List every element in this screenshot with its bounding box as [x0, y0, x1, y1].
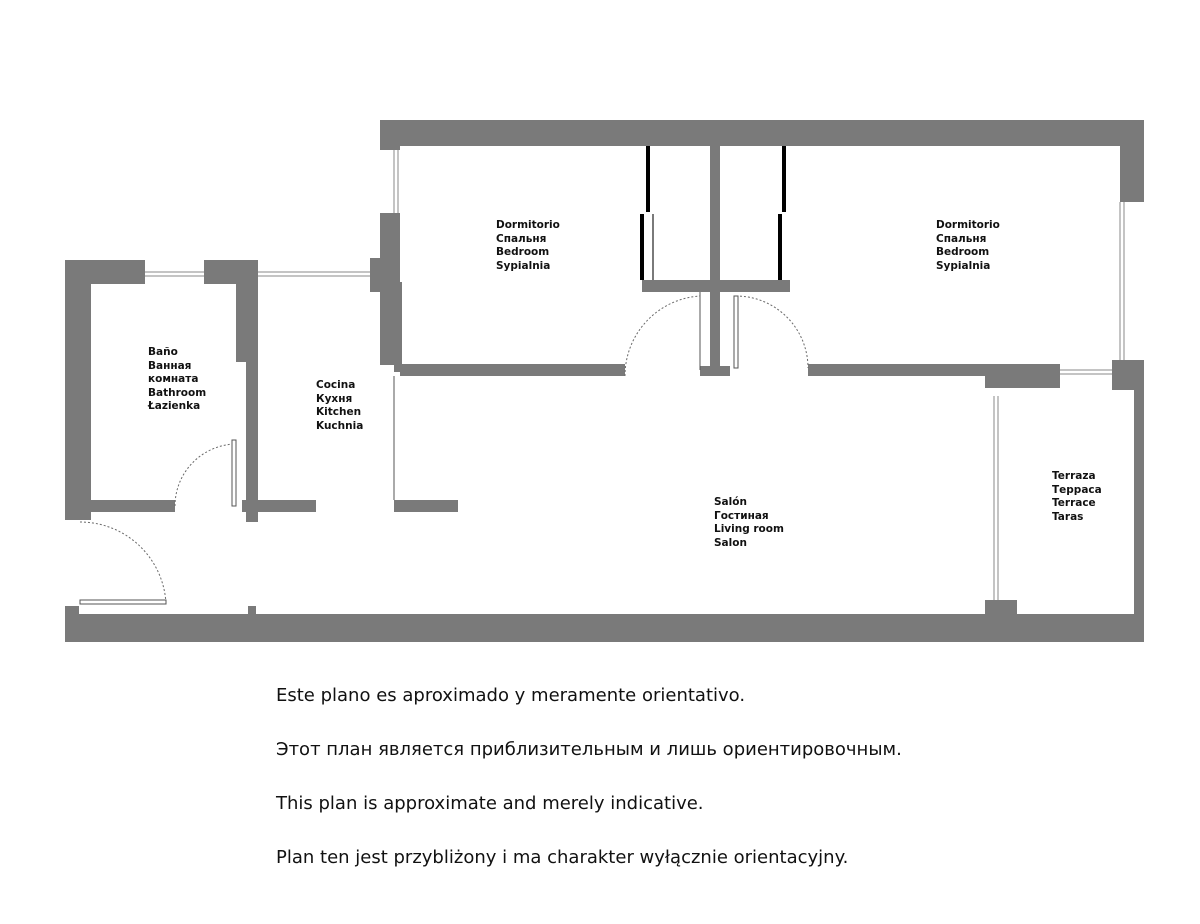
door-bedroom2-leaf	[733, 295, 739, 369]
closet-doors	[640, 146, 786, 280]
walls	[65, 120, 1144, 642]
disclaimer-polish: Plan ten jest przybliżony i ma charakter…	[276, 847, 849, 868]
wall-bedroom1-west-top	[380, 120, 400, 150]
label-line: Kitchen	[316, 406, 362, 418]
wall-bath-kitchen-div-lower	[246, 358, 258, 522]
floor-plan	[65, 120, 1144, 642]
wall-entry-post	[248, 606, 256, 616]
disclaimer-block: Este plano es aproximado y meramente ori…	[276, 684, 1076, 900]
label-line: Sypialnia	[496, 259, 551, 272]
label-line: Bedroom	[936, 246, 990, 258]
label-line: Łazienka	[148, 400, 201, 412]
doors	[79, 292, 809, 605]
closet2-door-lower	[778, 214, 782, 280]
door-entry-leaf	[79, 599, 167, 605]
label-line: Гостиная	[714, 509, 769, 522]
wardrobe1-side	[652, 214, 654, 280]
label-line: Терраса	[1052, 483, 1102, 496]
room-label-bedroom-1: Dormitorio Спальня Bedroom Sypialnia	[496, 219, 560, 273]
wall-terrace-north-jog	[985, 364, 1060, 388]
room-label-bathroom: Baño Ванная комната Bathroom Łazienka	[148, 346, 206, 414]
room-label-bedroom-2: Dormitorio Спальня Bedroom Sypialnia	[936, 219, 1000, 273]
room-label-terrace: Terraza Терраса Terrace Taras	[1052, 470, 1102, 524]
closet1-door-lower	[640, 214, 644, 280]
wall-bedroom1-south	[400, 364, 625, 376]
wall-entry-west	[65, 606, 79, 616]
wardrobe1-bottom	[642, 280, 710, 292]
wall-bath-kitchen-div	[236, 282, 258, 362]
closet1-door-upper	[646, 146, 650, 212]
wall-terrace-sw	[985, 600, 1017, 616]
label-line: Baño	[148, 346, 178, 358]
wall-bottom	[65, 614, 1144, 642]
wall-living-stub	[394, 500, 458, 512]
label-line: Salón	[714, 496, 747, 508]
label-line: Taras	[1052, 510, 1084, 523]
label-line: Bathroom	[148, 386, 207, 399]
label-line: Sypialnia	[936, 259, 991, 272]
label-line: Кухня	[316, 392, 353, 405]
wall-right-upper	[1120, 120, 1144, 202]
door-bedroom2-swing	[735, 295, 809, 369]
disclaimer-english: This plan is approximate and merely indi…	[276, 793, 704, 814]
label-line: Living room	[714, 523, 784, 535]
door-bedroom1-swing	[624, 295, 701, 377]
wall-bath-top-right	[204, 260, 258, 284]
wall-bath-west	[65, 260, 91, 520]
wall-top-upper	[380, 120, 1144, 146]
closet2-door-upper	[782, 146, 786, 212]
wall-bedroom1-west-lower	[394, 282, 402, 372]
label-line: Спальня	[936, 232, 987, 245]
room-label-living-room: Salón Гостиная Living room Salon	[714, 496, 784, 550]
wall-terrace-east	[1134, 360, 1144, 642]
wall-kitchen-south	[242, 500, 316, 512]
label-line: Cocina	[316, 379, 356, 391]
wardrobe2-bottom	[720, 280, 790, 292]
wall-partition-base	[700, 366, 730, 376]
disclaimer-russian: Этот план является приблизительным и лиш…	[276, 739, 902, 760]
door-entry-swing	[79, 521, 167, 605]
door-bathroom-swing	[174, 443, 237, 507]
label-line: Bedroom	[496, 246, 550, 258]
wall-bath-south	[91, 500, 175, 512]
label-line: Ванная	[148, 359, 192, 372]
wall-bedroom-partition	[710, 146, 720, 368]
label-line: Terrace	[1052, 497, 1096, 509]
label-line: Terraza	[1052, 470, 1096, 482]
label-line: Kuchnia	[316, 419, 364, 432]
label-line: Спальня	[496, 232, 547, 245]
door-bathroom-leaf	[231, 439, 237, 507]
label-line: Dormitorio	[496, 219, 560, 231]
room-label-kitchen: Cocina Кухня Kitchen Kuchnia	[316, 379, 363, 433]
label-line: Dormitorio	[936, 219, 1000, 231]
label-line: комната	[148, 373, 199, 385]
disclaimer-spanish: Este plano es aproximado y meramente ori…	[276, 685, 746, 706]
wall-bedroom1-west-jog	[370, 258, 394, 292]
label-line: Salon	[714, 536, 747, 549]
windows	[145, 150, 1125, 600]
